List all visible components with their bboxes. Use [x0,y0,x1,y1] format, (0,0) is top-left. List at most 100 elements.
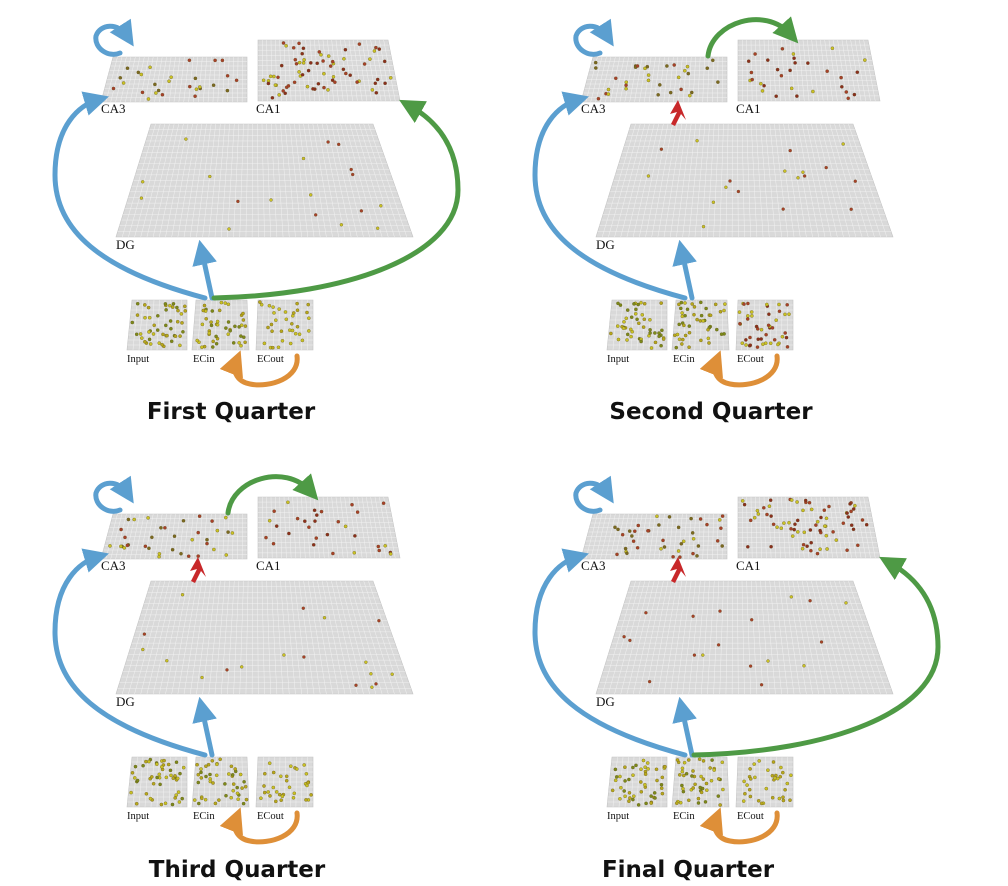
unit-dot [683,68,687,73]
unit-dot [167,79,171,83]
unit-dot [111,86,116,91]
unit-dot [771,760,776,764]
ecout-active-units [737,301,791,349]
unit-dot [239,334,243,338]
unit-dot [286,84,291,88]
unit-dot [679,306,683,311]
unit-dot [781,798,786,803]
unit-dot [148,796,153,801]
unit-dot [818,547,822,551]
unit-dot [689,516,693,521]
unit-dot [151,781,156,786]
unit-dot [697,757,702,761]
dg-to-ca3-arrow [670,100,686,126]
unit-dot [177,800,182,804]
unit-dot [233,324,237,329]
unit-dot [648,318,652,322]
unit-dot [362,62,367,66]
unit-dot [748,767,752,771]
input-label: Input [607,811,629,822]
unit-dot [226,530,230,534]
unit-dot [766,58,770,62]
unit-dot [647,679,652,684]
unit-dot [701,759,706,763]
unit-dot [639,790,644,794]
unit-dot [272,74,276,79]
unit-dot [223,301,228,305]
unit-dot [121,81,126,85]
unit-dot [330,78,335,82]
unit-dot [179,312,184,316]
unit-dot [224,793,228,798]
ecin-to-ca3-arrow [52,548,208,758]
unit-dot [224,515,228,520]
unit-dot [632,794,636,798]
unit-dot [625,308,630,312]
unit-dot [680,783,684,788]
unit-dot [801,508,805,513]
unit-dot [681,337,685,342]
unit-dot [628,638,632,643]
unit-dot [594,66,598,70]
unit-dot [815,519,820,524]
ca3-label: CA3 [101,558,126,573]
unit-dot [712,768,716,772]
unit-dot [625,332,630,337]
unit-dot [146,516,150,520]
unit-dot [326,54,331,58]
unit-dot [211,83,216,87]
unit-dot [181,330,185,334]
unit-dot [205,541,209,546]
unit-dot [370,685,374,689]
dg-layer [595,580,894,695]
unit-dot [614,775,619,779]
unit-dot [266,325,270,330]
unit-dot [680,314,685,319]
unit-dot [357,42,362,46]
unit-dot [231,782,236,786]
unit-dot [703,800,708,804]
unit-dot [134,801,139,806]
ecout-layer [735,299,794,351]
unit-dot [789,527,793,531]
unit-dot [679,542,684,546]
unit-dot [748,664,753,668]
ecin-label: ECin [193,354,215,365]
unit-dot [181,519,186,523]
unit-dot [853,503,857,508]
unit-dot [851,507,856,511]
unit-dot [741,799,746,803]
unit-dot [759,337,763,341]
unit-dot [261,78,266,83]
unit-dot [852,92,857,97]
unit-dot [214,773,219,778]
unit-dot [359,209,364,213]
unit-dot [765,512,769,517]
unit-dot [217,308,222,313]
ecin-layer [191,756,250,808]
unit-dot [690,302,694,306]
unit-dot [157,552,162,556]
unit-dot [687,324,692,328]
unit-dot [172,534,177,538]
unit-dot [297,70,301,74]
unit-dot [150,775,154,779]
unit-dot [237,341,241,345]
unit-dot [801,542,806,547]
unit-dot [593,60,598,65]
unit-dot [153,82,157,87]
unit-dot [759,683,764,687]
unit-dot [764,332,768,337]
unit-dot [326,140,330,144]
unit-dot [824,516,829,521]
unit-dot [811,89,815,94]
unit-dot [279,329,284,333]
unit-dot [695,317,699,322]
input-label: Input [607,354,629,365]
unit-dot [756,512,761,516]
unit-dot [627,799,631,803]
dg-active-units [141,593,394,689]
ecin-layer-gridlines [192,299,249,351]
unit-dot [841,521,846,525]
unit-dot [686,758,691,762]
